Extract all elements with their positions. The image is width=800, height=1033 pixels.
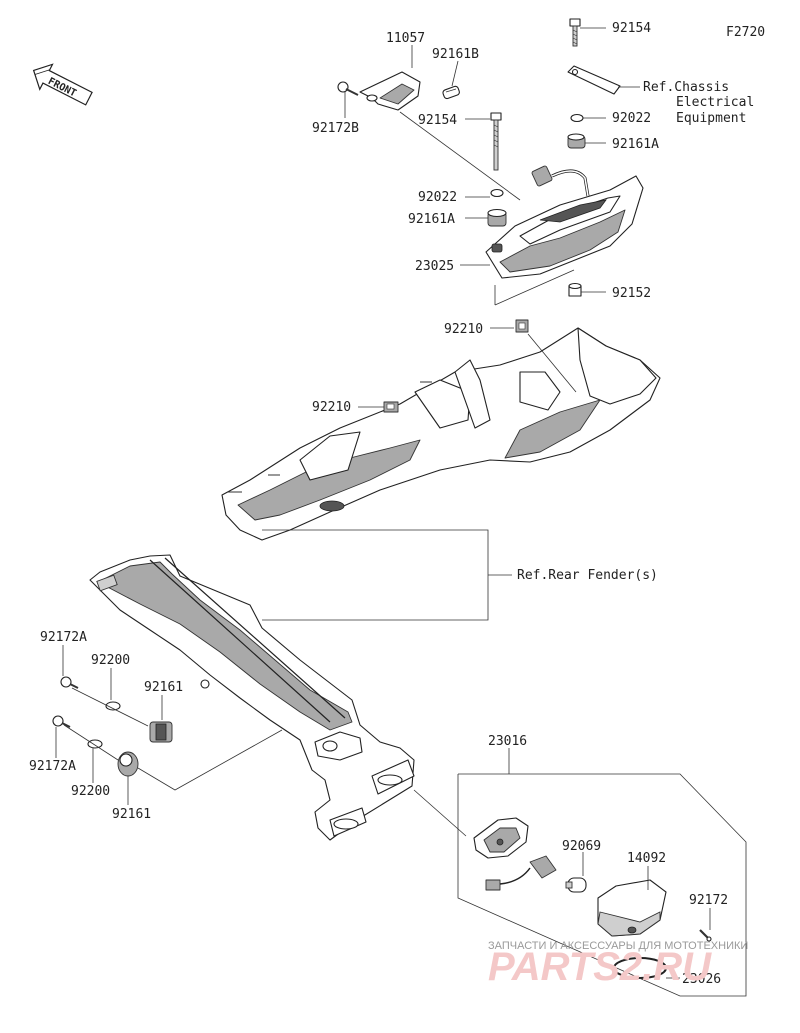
- label-92200-bottom: 92200: [71, 784, 110, 799]
- label-92172B: 92172B: [312, 121, 359, 136]
- label-ref-rear-fender: Ref.Rear Fender(s): [517, 568, 658, 583]
- label-23025: 23025: [415, 259, 454, 274]
- chassis-strap: [567, 65, 621, 95]
- washer-92022-left: [490, 188, 504, 198]
- label-92161A-right: 92161A: [612, 137, 659, 152]
- clip-92210-top: [515, 319, 529, 333]
- watermark-brand: PARTS2.RU: [488, 945, 712, 989]
- label-92161-top: 92161: [144, 680, 183, 695]
- label-92022-right: 92022: [612, 111, 651, 126]
- screw-92172A-top: [60, 676, 79, 689]
- screw-92172: [699, 929, 712, 942]
- screw-92172A-bottom: [52, 715, 71, 728]
- label-14092: 14092: [627, 851, 666, 866]
- watermark-tagline: ЗАПЧАСТИ И АКСЕССУАРЫ ДЛЯ МОТОТЕХНИКИ: [488, 940, 748, 952]
- bolt-92154-top: [569, 18, 581, 47]
- socket-connector: [485, 855, 557, 891]
- collar-92152: [568, 282, 582, 297]
- label-92172: 92172: [689, 893, 728, 908]
- label-92172A-bottom: 92172A: [29, 759, 76, 774]
- label-92152: 92152: [612, 286, 651, 301]
- label-ref-chassis-line1: Ref.Chassis: [643, 80, 729, 95]
- label-92022-left: 92022: [418, 190, 457, 205]
- grommet-92161A-right: [567, 133, 586, 149]
- label-92161A-left: 92161A: [408, 212, 455, 227]
- washer-92200-top: [105, 701, 121, 711]
- label-11057: 11057: [386, 31, 425, 46]
- damper-92161-bottom: [117, 751, 139, 777]
- bulb-92069: [565, 877, 587, 893]
- washer-92200-bottom: [87, 739, 103, 749]
- washer-92022-right: [570, 113, 584, 123]
- label-92069: 92069: [562, 839, 601, 854]
- label-92210-left: 92210: [312, 400, 351, 415]
- label-92154-mid: 92154: [418, 113, 457, 128]
- grommet-92161A-left: [487, 208, 507, 227]
- label-92200-top: 92200: [91, 653, 130, 668]
- license-light-body: [473, 817, 529, 859]
- screw-92172B: [337, 81, 359, 96]
- label-92210-top: 92210: [444, 322, 483, 337]
- label-ref-chassis-line2: Electrical: [676, 95, 754, 110]
- bolt-92154-mid: [490, 112, 502, 171]
- figure-code: F2720: [726, 25, 765, 40]
- license-bracket: [89, 554, 415, 841]
- damper-92161-top: [149, 721, 173, 743]
- label-23016: 23016: [488, 734, 527, 749]
- bracket-11057: [359, 71, 421, 111]
- front-arrow-icon: FRONT: [32, 63, 93, 106]
- leader-lines: [55, 27, 747, 997]
- label-92161-bottom: 92161: [112, 807, 151, 822]
- label-92154-top: 92154: [612, 21, 651, 36]
- clip-92210-left: [383, 401, 399, 413]
- label-ref-chassis-line3: Equipment: [676, 111, 746, 126]
- label-23026: 23026: [682, 972, 721, 987]
- rear-fender: [221, 327, 661, 541]
- damper-92161B: [442, 85, 460, 100]
- label-92161B: 92161B: [432, 47, 479, 62]
- label-92172A-top: 92172A: [40, 630, 87, 645]
- tail-light-23025: [485, 165, 644, 279]
- lens-cover-14092: [597, 879, 667, 937]
